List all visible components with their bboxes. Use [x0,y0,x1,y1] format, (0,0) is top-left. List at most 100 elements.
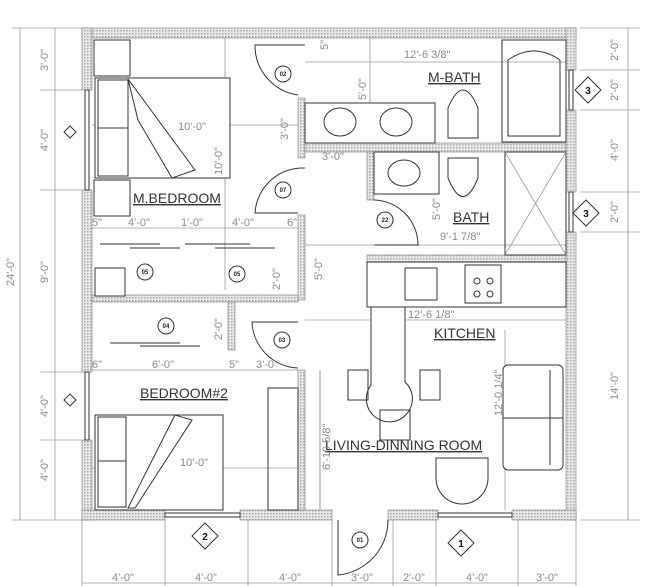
armchair [435,457,489,505]
dim-label: 5'-0" [357,78,369,100]
dim-label: 5" [319,40,331,50]
dim-label: 3'-0" [536,572,558,584]
dim-label: 2'-0" [609,79,621,101]
dim-label: 9'-0" [39,261,51,283]
window-tag: 3 [574,76,602,104]
svg-text:2: 2 [202,532,208,543]
vanity [304,102,436,144]
dim-label-total: 24'-0" [5,258,17,286]
door-tag: 07 [274,181,292,199]
room-bedroom2: BEDROOM#2 [140,385,228,401]
dim-label: 14'-0" [609,372,621,400]
dim-label: 3'-0" [256,359,278,371]
room-master-bedroom: M.BEDROOM [133,190,221,206]
door-tags: 02 07 05 05 04 03 01 22 [136,65,394,549]
svg-text:04: 04 [163,324,170,330]
toilet [447,89,479,139]
svg-text:05: 05 [142,270,149,276]
dim-label: 10'-0" [180,457,208,469]
svg-text:22: 22 [382,218,389,224]
dim-label: 3'-0" [351,572,373,584]
window-tag-small [63,393,77,407]
dim-label: 6'-10 5/8" [321,424,333,470]
window-tag: 3 [572,199,600,227]
dim-label: 12'-6 1/8" [408,309,454,321]
dim-label: 3'-0" [279,118,291,140]
dim-label: 1'-0" [181,217,203,229]
dim-label: 10'-0" [213,147,225,175]
dim-label: 3'-0" [39,49,51,71]
svg-text:01: 01 [357,538,364,544]
svg-text:3: 3 [583,209,589,220]
doors [100,44,419,576]
door-tag: 02 [274,65,292,83]
dims-right: 2'-0" 2'-0" 4'-0" 2'-0" 14'-0" [609,39,621,400]
room-kitchen: KITCHEN [434,325,495,341]
svg-text:02: 02 [280,72,287,78]
toilet [447,157,479,197]
dim-label: 2'-0" [403,572,425,584]
nightstand [93,39,131,77]
dim-label: 4'-0" [195,572,217,584]
dim-label: 5" [92,217,102,229]
dim-label: 6" [92,359,102,371]
dim-label: 2'-0" [271,268,283,290]
dim-label: 4'-0" [112,572,134,584]
svg-text:3: 3 [585,86,591,97]
svg-text:07: 07 [280,188,287,194]
window-tag: 2 [191,522,219,550]
dim-label: 4'-0" [39,129,51,151]
furniture [93,39,567,511]
dims-interior: 10'-0" 10'-0" 12'-6 3/8" 5'-0" 5" 3'-0" … [92,40,505,470]
windows [84,69,574,518]
dim-label: 4'-0" [609,139,621,161]
dim-label: 12'-6 3/8" [404,49,450,61]
dims-left: 3'-0" 4'-0" 9'-0" 4'-0" 4'-0" 24'-0" [5,49,51,481]
dim-label: 5'-0" [313,258,325,280]
dim-label: 4'-0" [279,572,301,584]
door-tag: 04 [157,317,175,335]
stove [464,264,502,304]
window-tag-small [63,125,77,139]
nightstand [94,267,126,297]
dim-label: 4'-0" [232,217,254,229]
nightstand [93,179,131,217]
door-tag: 01 [351,531,369,549]
dining-table [365,306,413,423]
bathtub [501,39,567,143]
door-tag: 05 [228,265,246,283]
kitchen-sink [404,267,438,301]
window-tag: 1 [447,529,475,557]
room-labels: M.BEDROOM M-BATH BATH KITCHEN BEDROOM#2 … [133,69,495,453]
dim-label: 3'-0" [322,151,344,163]
walls [81,27,577,521]
room-master-bath: M-BATH [428,69,481,85]
svg-text:1: 1 [458,539,464,550]
shower [504,151,567,256]
dim-label: 2'-0" [609,39,621,61]
dims-bottom: 4'-0" 4'-0" 4'-0" 3'-0" 2'-0" 4'-0" 3'-0… [112,572,558,584]
room-bath: BATH [453,209,489,225]
dim-label: 4'-0" [39,395,51,417]
dim-label: 12'-0 1/4" [493,370,505,416]
window-tags: 3 3 2 1 [63,76,602,557]
dim-label: 9'-1 7/8" [440,231,480,243]
dim-label: 6'-0" [152,359,174,371]
dim-label: 10'-0" [178,121,206,133]
svg-text:05: 05 [234,272,241,278]
dim-label: 5'-0" [431,198,443,220]
sink-counter [373,151,440,195]
dim-label: 6" [287,217,297,229]
svg-text:03: 03 [279,338,286,344]
kitchen-counter [366,261,567,308]
dim-label: 2'-0" [213,318,225,340]
room-living-dining: LIVING-DINNING ROOM [325,437,482,453]
dim-label: 4'-0" [466,572,488,584]
door-tag: 22 [376,211,394,229]
dim-label: 5" [229,359,239,371]
door-tag: 05 [136,263,154,281]
door-tag: 03 [273,331,291,349]
dim-label: 4'-0" [128,217,150,229]
dim-label: 4'-0" [39,459,51,481]
